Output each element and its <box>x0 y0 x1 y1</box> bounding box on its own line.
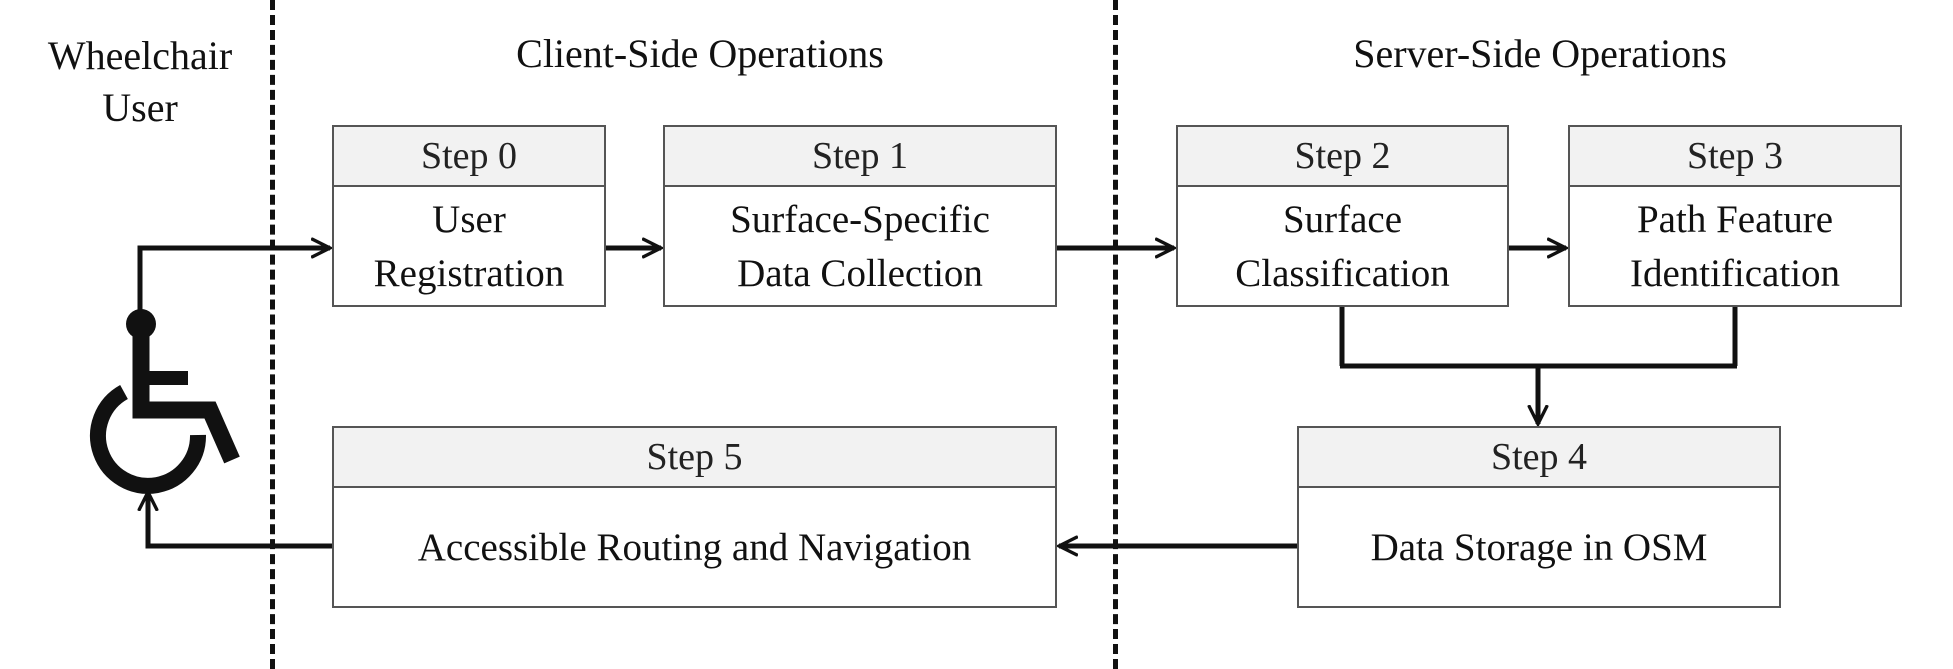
wheelchair-icon <box>90 309 240 494</box>
step-4-label: Step 4 <box>1299 428 1779 488</box>
step-2-label: Step 2 <box>1178 127 1507 187</box>
step-1-box: Step 1 Surface-Specific Data Collection <box>663 125 1057 307</box>
arrow-step5-to-user <box>148 492 332 549</box>
step-0-box: Step 0 User Registration <box>332 125 606 307</box>
arrow-user-to-step0 <box>137 248 330 318</box>
step-2-box: Step 2 Surface Classification <box>1176 125 1509 307</box>
step-2-text: Surface Classification <box>1235 198 1450 295</box>
divider-user-client <box>270 0 275 669</box>
step-1-label: Step 1 <box>665 127 1055 187</box>
step-5-label: Step 5 <box>334 428 1055 488</box>
step-3-label: Step 3 <box>1570 127 1900 187</box>
step-0-text: User Registration <box>373 198 565 295</box>
column-title-user: Wheelchair User <box>47 33 233 130</box>
divider-client-server <box>1113 0 1118 669</box>
step-3-box: Step 3 Path Feature Identification <box>1568 125 1902 307</box>
step-5-text: Accessible Routing and Navigation <box>417 526 972 569</box>
step-5-box: Step 5 Accessible Routing and Navigation <box>332 426 1057 608</box>
column-title-server: Server-Side Operations <box>1353 31 1727 76</box>
column-title-client: Client-Side Operations <box>516 31 884 76</box>
step-4-text: Data Storage in OSM <box>1370 526 1708 569</box>
step-3-text: Path Feature Identification <box>1629 198 1841 295</box>
step-0-label: Step 0 <box>334 127 604 187</box>
step-1-text: Surface-Specific Data Collection <box>730 198 990 295</box>
step-4-box: Step 4 Data Storage in OSM <box>1297 426 1781 608</box>
